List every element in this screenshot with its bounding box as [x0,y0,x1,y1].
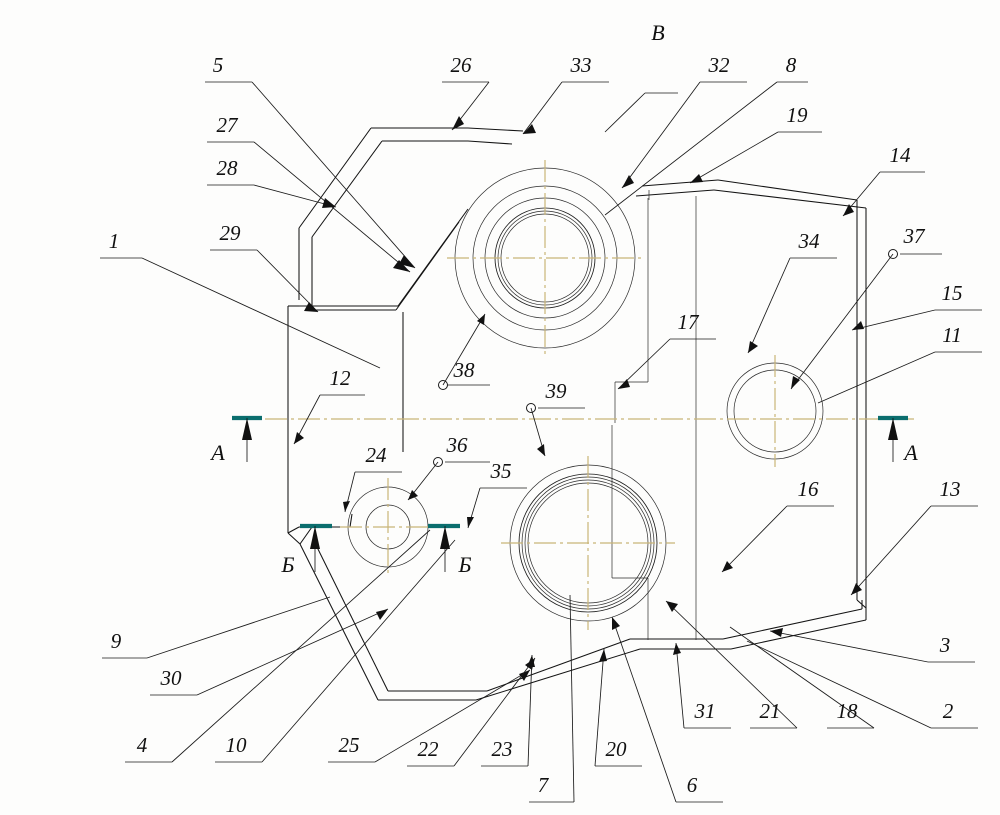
callout-1: 1 [109,229,120,253]
callout-38: 38 [453,358,476,382]
section-label-b-right: Б [458,552,472,577]
callout-24: 24 [366,443,388,467]
callout-32: 32 [708,53,731,77]
callout-11: 11 [942,323,961,347]
callout-17: 17 [678,310,701,334]
callout-35: 35 [490,459,512,483]
callout-16: 16 [798,477,820,501]
callout-9: 9 [111,629,122,653]
callout-20: 20 [606,737,628,761]
callout-34: 34 [798,229,821,253]
callout-7: 7 [538,773,550,797]
bore-bottom [501,456,675,630]
callout-6: 6 [687,773,698,797]
bore-right [726,355,824,467]
section-marker-a-right[interactable] [878,415,908,462]
callout-25: 25 [339,733,360,757]
section-label-v-top: В [651,20,664,45]
callout-labels: 5 26 33 32 8 27 19 28 14 1 29 34 37 15 1… [109,53,963,797]
callout-21: 21 [760,699,781,723]
callout-4: 4 [137,733,148,757]
callout-23: 23 [492,737,513,761]
callout-22: 22 [418,737,440,761]
callout-8: 8 [786,53,797,77]
callout-18: 18 [837,699,859,723]
callout-3: 3 [939,633,951,657]
section-marker-a-left[interactable] [232,415,262,462]
section-label-b-left: Б [281,552,295,577]
callout-10: 10 [226,733,248,757]
callout-5: 5 [213,53,224,77]
callout-39: 39 [545,379,568,403]
callout-19: 19 [787,103,809,127]
section-label-a-left: A [209,440,225,465]
callout-37: 37 [903,224,927,248]
callout-36: 36 [446,433,469,457]
callout-26: 26 [451,53,473,77]
section-marker-b-right[interactable] [428,523,460,572]
section-marker-b-left[interactable] [300,523,332,572]
callout-28: 28 [217,156,239,180]
callout-14: 14 [890,143,912,167]
callout-29: 29 [220,221,242,245]
callout-13: 13 [940,477,961,501]
callout-2: 2 [943,699,954,723]
section-label-a-right: A [902,440,918,465]
bore-top [447,160,643,356]
callout-27: 27 [217,113,240,137]
callout-30: 30 [160,666,183,690]
bore-small-left [340,478,437,576]
callout-15: 15 [942,281,963,305]
section-marker-labels: A A Б Б В [209,20,918,577]
leader-lines [100,81,982,803]
callout-12: 12 [330,366,352,390]
callout-33: 33 [570,53,592,77]
body-outline [287,127,867,701]
callout-31: 31 [694,699,716,723]
